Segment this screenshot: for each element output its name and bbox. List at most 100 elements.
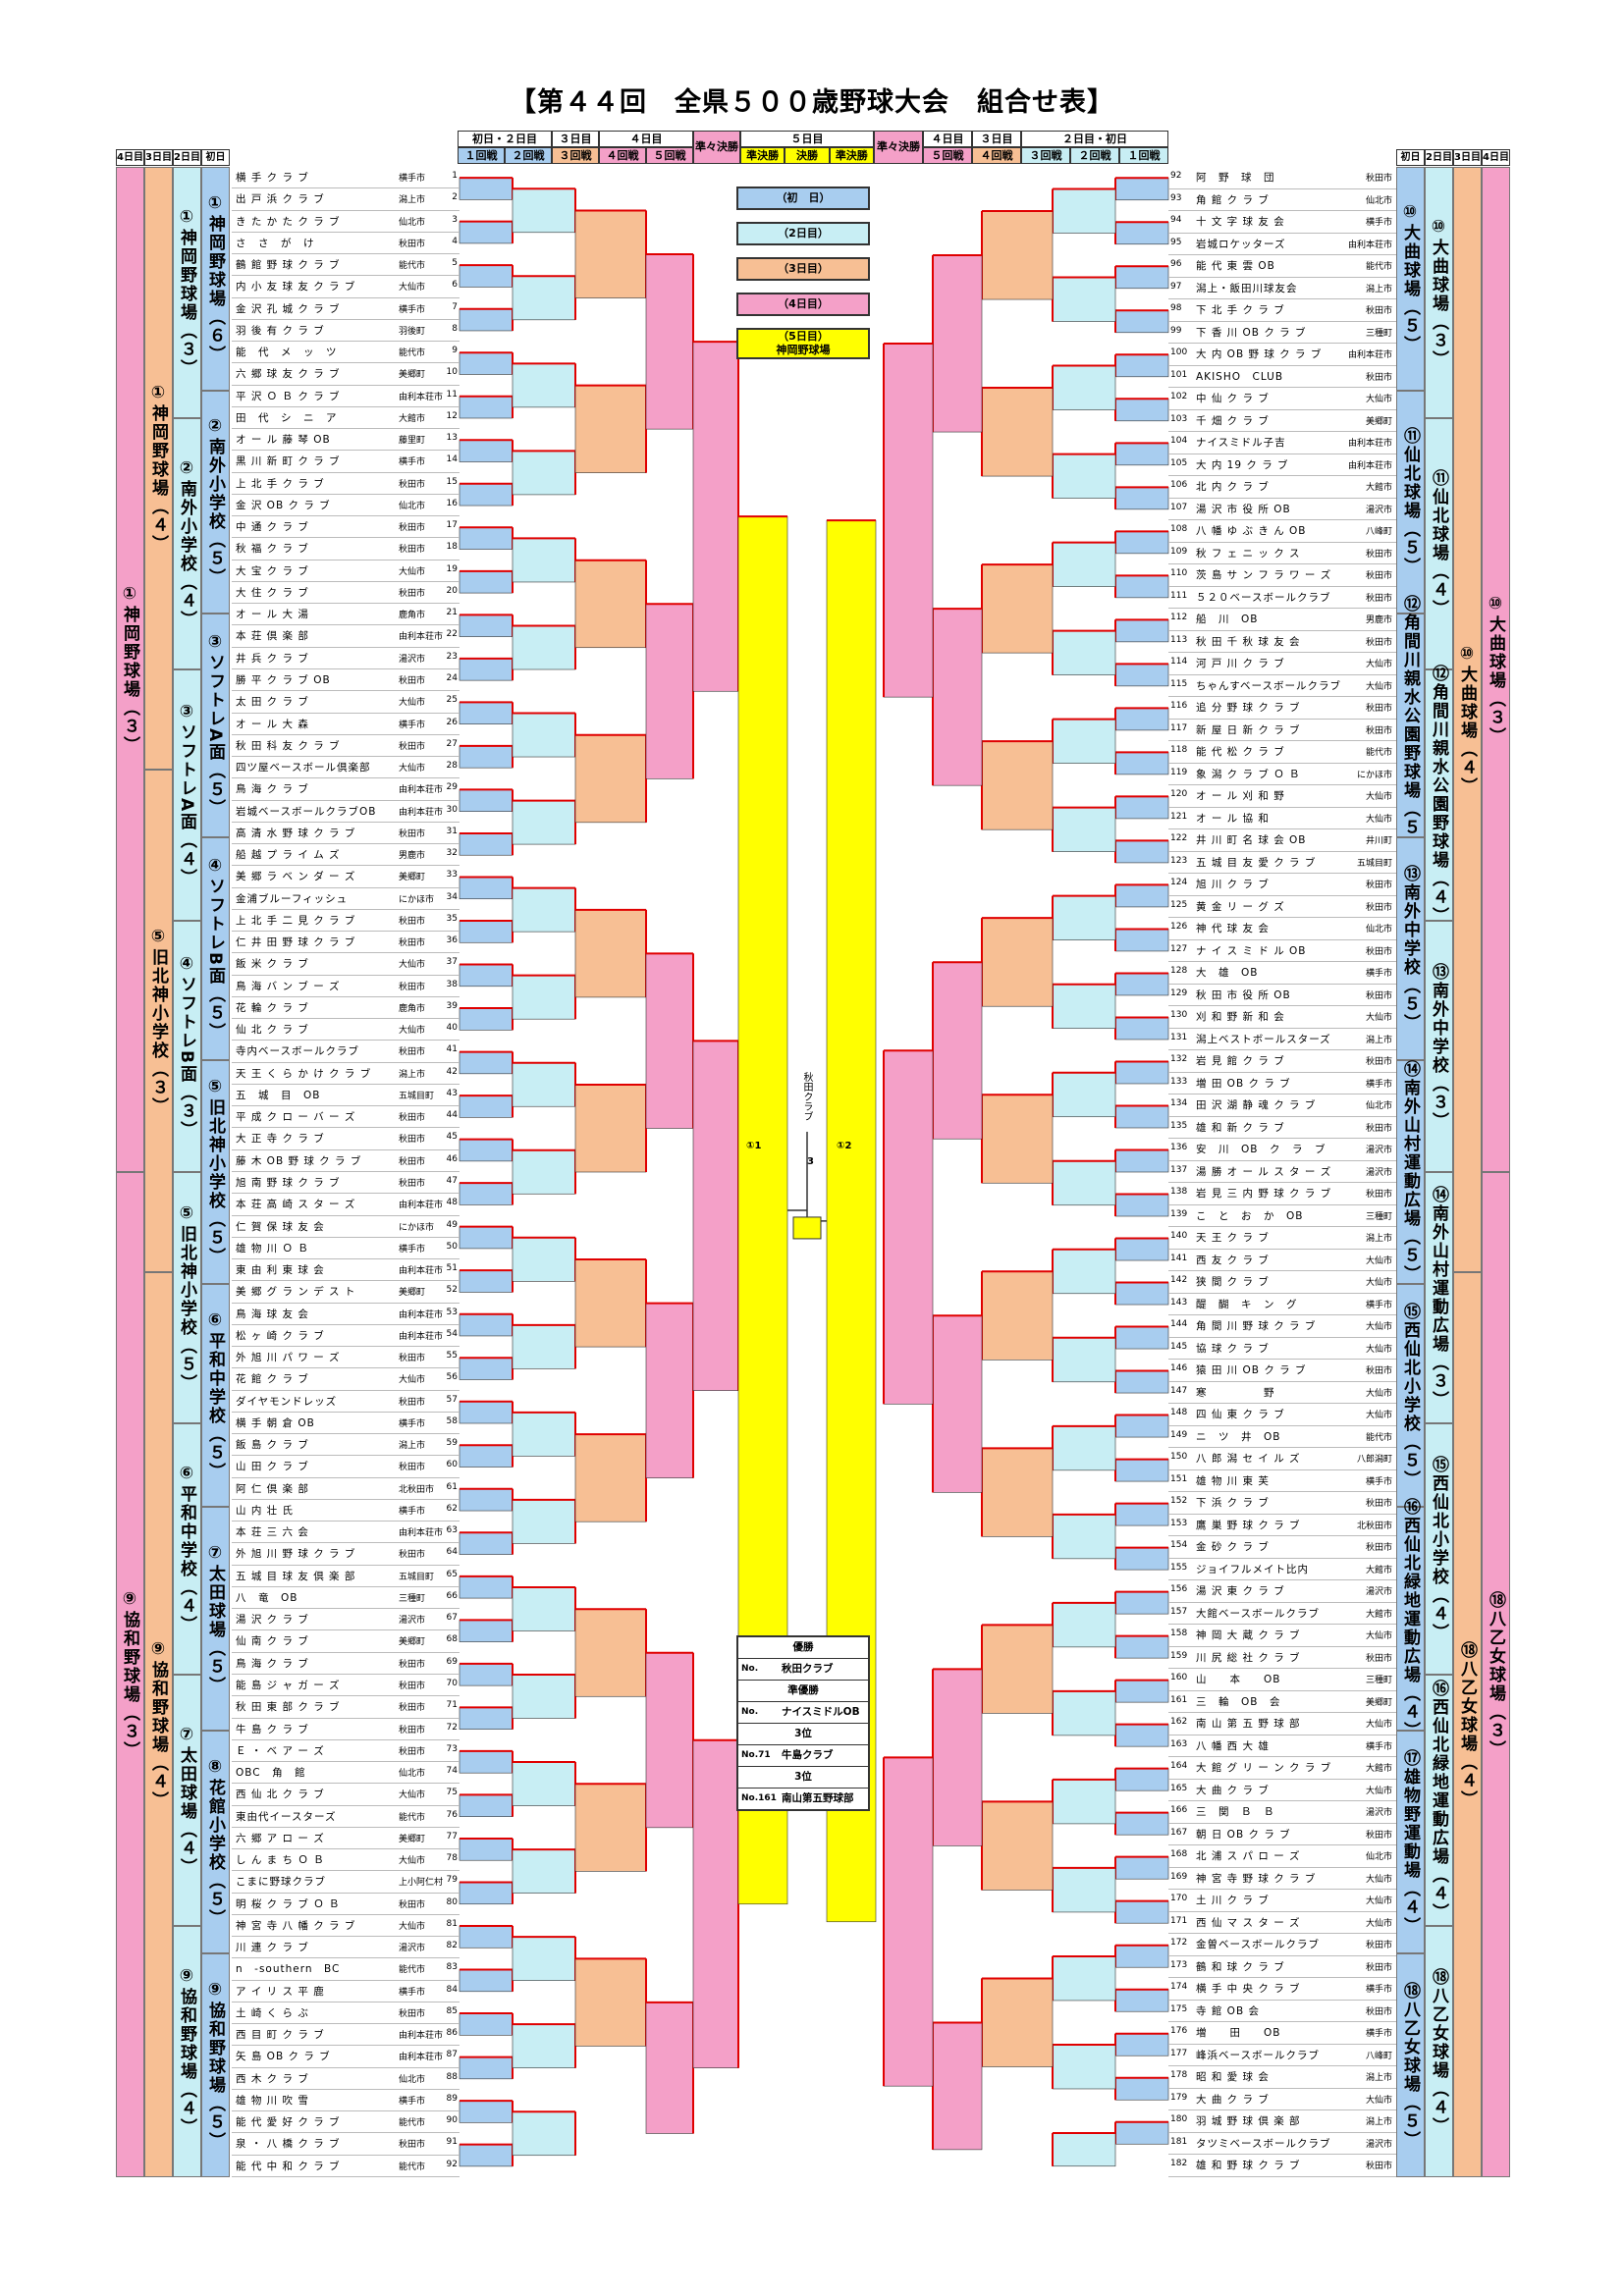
bracket-match-box [932, 254, 983, 433]
team-city: 大仙市 [1365, 1874, 1392, 1885]
team-number: 77 [446, 1831, 458, 1842]
bracket-match-box [512, 363, 576, 408]
bracket-match-box [1052, 1867, 1116, 1913]
team-number: 157 [1170, 1606, 1188, 1617]
results-heading: 3位 [794, 1728, 812, 1739]
team-number: 168 [1170, 1849, 1188, 1860]
team-city: 八峰町 [1365, 2051, 1392, 2061]
team-number: 87 [446, 2050, 458, 2060]
team-city: 秋田市 [399, 1354, 426, 1364]
team-name: 鷹 巣 野 球 ク ラ ブ [1196, 1519, 1301, 1531]
team-city: 秋田市 [1365, 372, 1392, 383]
bracket-match-box [459, 2012, 514, 2036]
team-name: 川 連 ク ラ ブ [236, 1942, 309, 1954]
team-name: オ ー ル 大 森 [236, 718, 309, 730]
team-number: 177 [1170, 2048, 1188, 2058]
team-name: 大 雄 OB [1196, 967, 1259, 980]
bracket-match-box [459, 1488, 514, 1512]
team-city: 大館市 [1365, 1764, 1392, 1775]
team-name: 雄 和 新 ク ラ ブ [1196, 1121, 1285, 1134]
bracket-match-box [1052, 1249, 1116, 1295]
team-name: 鳥 海 球 友 会 [236, 1308, 309, 1320]
team-city: 仙北市 [1365, 1101, 1392, 1112]
bracket-match-box [459, 614, 514, 637]
team-number: 71 [446, 1700, 458, 1711]
team-number: 59 [446, 1438, 458, 1449]
venue-lane: ⑪仙北球場（５） [1396, 390, 1425, 614]
header-round-cell: ４回戦 [599, 147, 646, 164]
team-city: 仙北市 [1365, 1852, 1392, 1863]
header-round-cell: ３回戦 [552, 147, 599, 164]
bracket-match-box [981, 1625, 1054, 1714]
team-number: 164 [1170, 1761, 1188, 1772]
team-number: 30 [446, 804, 458, 815]
bracket-match-box [459, 1575, 514, 1599]
team-city: 秋田市 [1365, 593, 1392, 604]
team-name: 金 沢 孔 城 ク ラ ブ [236, 302, 341, 315]
team-city: 大仙市 [1365, 2095, 1392, 2106]
venue-name: ⑱八乙女球場（４） [1457, 1640, 1477, 1809]
bracket-match-box [512, 800, 576, 845]
team-number: 17 [446, 520, 458, 531]
team-number: 178 [1170, 2070, 1188, 2081]
venue-lane: ⑩大曲球場（３） [1482, 167, 1510, 1172]
team-name: 五 城 目 OB [236, 1089, 321, 1101]
team-city: 三種町 [1365, 1676, 1392, 1686]
bracket-match-box [459, 439, 514, 462]
results-row: No.秋田クラブ [738, 1659, 868, 1681]
team-name: 雄 物 川 Ｏ Ｂ [236, 1242, 309, 1255]
bracket-match-box [645, 953, 694, 1129]
team-name: 横 手 ク ラ ブ [236, 172, 309, 184]
team-name: 土 崎 く ら ぶ [236, 2006, 309, 2019]
team-number: 91 [446, 2137, 458, 2148]
team-city: 秋田市 [1365, 571, 1392, 582]
bracket-match-box [1114, 1238, 1169, 1261]
team-name: ジョイフルメイト比内 [1196, 1563, 1309, 1575]
results-heading: 優勝 [792, 1641, 814, 1653]
bracket-match-box [574, 1084, 647, 1173]
team-city: 秋田市 [1365, 902, 1392, 913]
team-name: 仙 北 ク ラ ブ [236, 1024, 309, 1037]
team-number: 64 [446, 1547, 458, 1558]
team-name: 四ツ屋ベースボール倶楽部 [236, 762, 371, 774]
bracket-match-box [1114, 1194, 1169, 1217]
team-number: 22 [446, 629, 458, 640]
bracket-match-box [459, 351, 514, 375]
team-name: Ｅ ・ ベ ア ー ズ [236, 1744, 325, 1757]
team-number: 86 [446, 2028, 458, 2039]
bracket-match-box [1052, 1690, 1116, 1736]
bracket-match-box [981, 917, 1054, 1007]
team-number: 104 [1170, 436, 1188, 447]
team-number: 63 [446, 1525, 458, 1536]
bracket-match-box [512, 1324, 576, 1369]
team-city: 潟上市 [399, 195, 426, 206]
team-name: 醍 醐 キ ン グ [1196, 1298, 1298, 1310]
team-number: 84 [446, 1984, 458, 1995]
team-city: 秋田市 [1365, 1653, 1392, 1664]
team-name: し ん ま ち Ｏ Ｂ [236, 1854, 325, 1867]
team-number: 52 [446, 1285, 458, 1296]
bracket-match-box [932, 2022, 983, 2151]
team-city: 大仙市 [1365, 660, 1392, 670]
bracket-match-box [981, 740, 1054, 830]
team-number: 148 [1170, 1408, 1188, 1418]
team-name: 増 田 OB ク ラ ブ [1196, 1077, 1291, 1090]
team-name: 仙 南 ク ラ ブ [236, 1635, 309, 1648]
team-number: 19 [446, 563, 458, 574]
bracket-match-box [459, 1051, 514, 1075]
